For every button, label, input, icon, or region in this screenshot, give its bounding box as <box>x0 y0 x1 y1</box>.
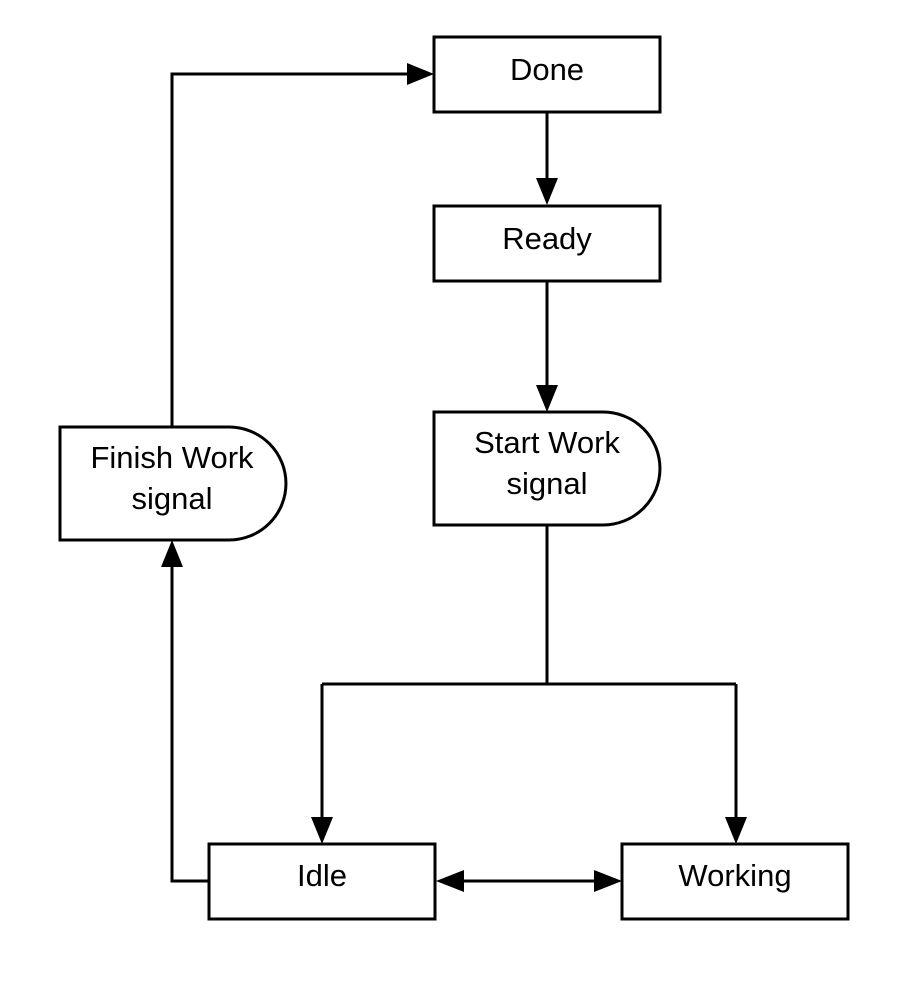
node-start-work-label-line1: Start Work <box>474 425 620 460</box>
node-done: Done <box>432 35 662 114</box>
node-start-work-signal: Start Work signal <box>432 410 662 527</box>
edge-start-work-split <box>322 525 736 686</box>
edge-idle-working-bidirectional <box>436 870 622 892</box>
edge-ready-to-start-work <box>536 281 558 412</box>
node-ready: Ready <box>432 204 662 283</box>
arrowhead <box>536 385 558 412</box>
arrowhead <box>311 817 333 844</box>
arrowhead-right <box>594 870 622 892</box>
edge-idle-to-finish-work <box>161 540 209 883</box>
arrowhead <box>536 178 558 205</box>
arrowhead <box>407 63 434 85</box>
node-done-label: Done <box>510 52 584 87</box>
edge-start-work-to-working <box>725 684 747 844</box>
edge-finish-work-to-done <box>170 63 434 427</box>
node-finish-work-label-line2: signal <box>132 481 213 516</box>
arrowhead <box>725 817 747 844</box>
node-working-label: Working <box>678 858 791 893</box>
node-start-work-label-line2: signal <box>507 466 588 501</box>
node-working: Working <box>620 842 850 921</box>
node-finish-work-label-line1: Finish Work <box>90 440 254 475</box>
edge-start-work-to-idle <box>311 684 333 844</box>
arrowhead-left <box>436 870 464 892</box>
arrowhead <box>161 540 183 567</box>
node-idle-label: Idle <box>297 858 347 893</box>
node-ready-label: Ready <box>502 221 592 256</box>
edge-done-to-ready <box>536 112 558 205</box>
node-finish-work-signal: Finish Work signal <box>58 425 288 542</box>
node-idle: Idle <box>207 842 437 921</box>
